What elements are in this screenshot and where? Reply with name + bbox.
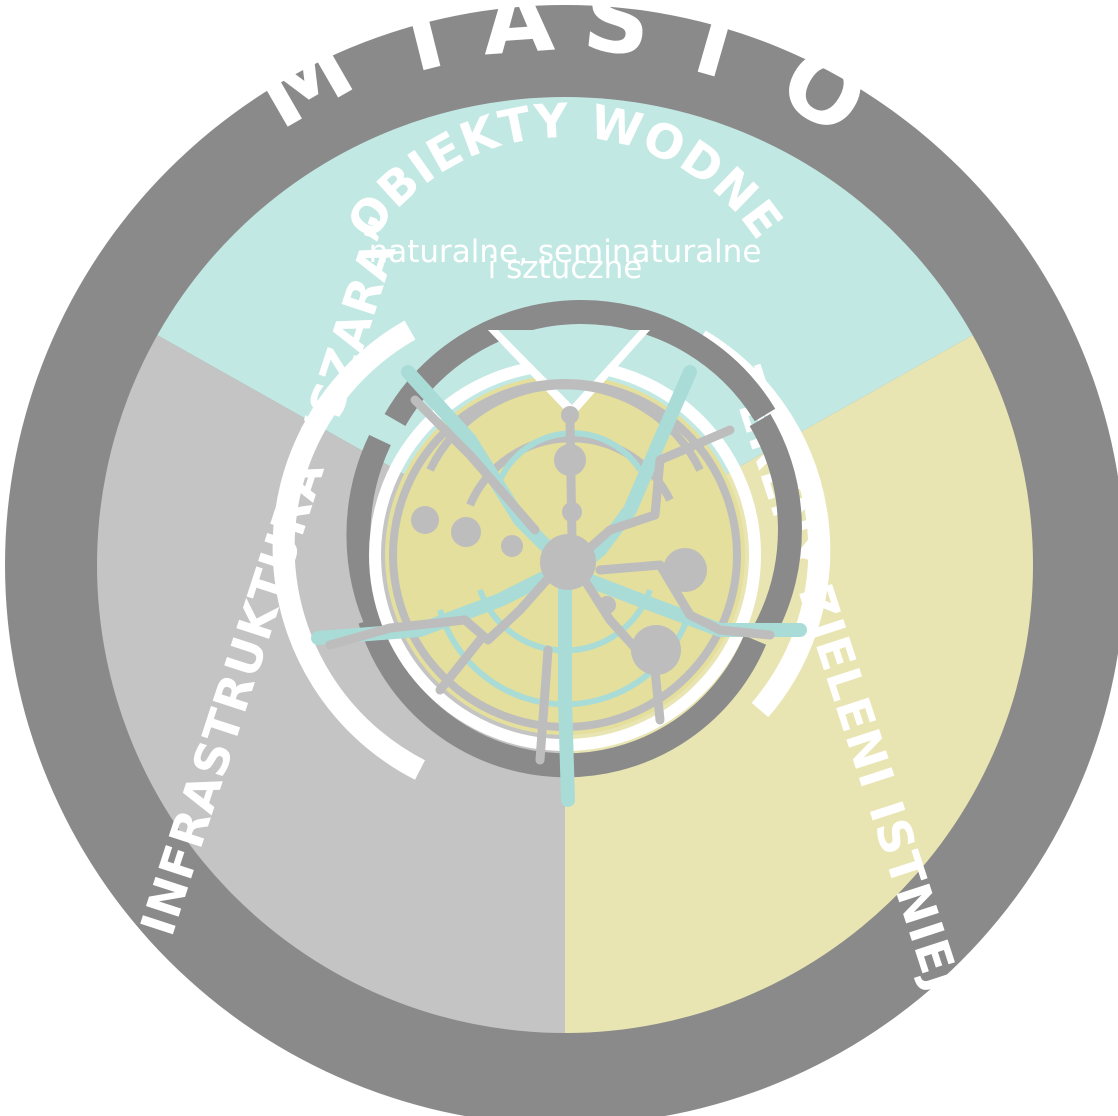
emblem-dark-arc-top bbox=[384, 300, 776, 426]
emblem-notch-edge bbox=[488, 330, 650, 418]
emblem-dots bbox=[411, 406, 707, 675]
title-letter: A bbox=[479, 0, 557, 76]
emblem-dark-arc-left bbox=[346, 434, 391, 636]
water-subtitle-line2: i sztuczne bbox=[488, 250, 643, 286]
emblem-white-arc-left bbox=[272, 320, 426, 780]
central-emblem bbox=[272, 300, 831, 807]
emblem-dark-arc-bottom bbox=[358, 616, 767, 778]
emblem-dark-arc-right bbox=[749, 413, 802, 636]
water-subtitle-line1-text: naturalne, seminaturalne bbox=[369, 234, 762, 270]
water-subtitle-line1: naturalne, seminaturalne bbox=[369, 234, 762, 270]
emblem-notch bbox=[488, 330, 650, 418]
emblem-roads bbox=[325, 395, 775, 765]
title-letter: S bbox=[579, 0, 656, 77]
